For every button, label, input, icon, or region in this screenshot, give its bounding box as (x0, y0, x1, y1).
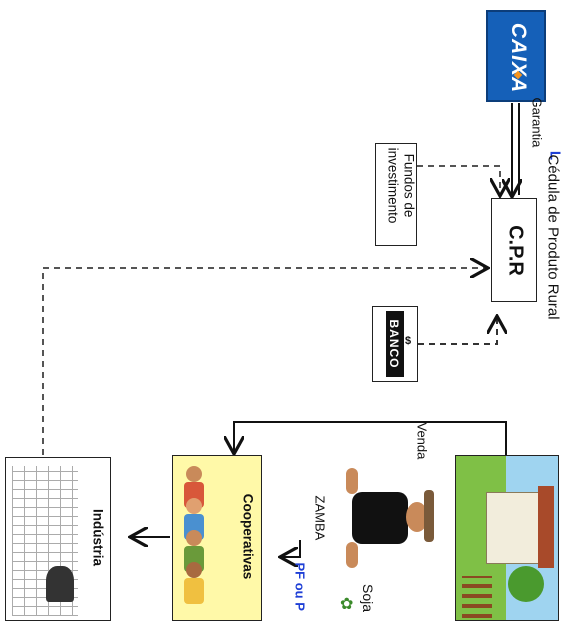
caixa-logo: CAIXA (486, 10, 546, 102)
zamba-label: ZAMBA (313, 496, 328, 556)
banco-label: BANCO (387, 314, 401, 374)
soja-plant-icon: ✿ (340, 594, 353, 614)
cooperativas-label: Cooperativas (241, 477, 256, 597)
banco-arrow (418, 318, 497, 344)
banco-dollar-icon: $ (405, 335, 411, 347)
cooperativas-box: Cooperativas (172, 455, 262, 621)
farm-roof (538, 486, 554, 568)
garantia-label: Garantia (530, 98, 545, 178)
cooperative-member-icon (183, 562, 205, 606)
farmer-figure (344, 462, 434, 570)
fundos-box: Fundos de investimento (375, 143, 417, 246)
factory-chimney (46, 566, 74, 602)
fundos-line1: Fundos de (402, 136, 417, 236)
farm-illustration (455, 455, 559, 621)
banco-logo: BANCO $ (372, 306, 418, 382)
venda-arrow (234, 422, 506, 455)
pf-label: PF ou P (293, 563, 308, 633)
farm-house-icon (486, 492, 546, 564)
cpr-box: C.P.R (491, 198, 537, 302)
industria-box: Indústria (5, 457, 111, 621)
caixa-logo-text: CAIXA (506, 22, 530, 94)
farm-tree-icon (508, 566, 544, 602)
cpr-legend-text: Cédula de Produto Rural (545, 155, 562, 335)
farm-fence (462, 576, 492, 618)
pf-arrow (282, 540, 300, 557)
fundos-line2: investimento (386, 136, 401, 236)
industria-label: Indústria (91, 488, 106, 588)
fundos-arrow (417, 166, 500, 194)
cpr-label: C.P.R (504, 211, 527, 291)
soja-label: Soja (360, 584, 376, 624)
